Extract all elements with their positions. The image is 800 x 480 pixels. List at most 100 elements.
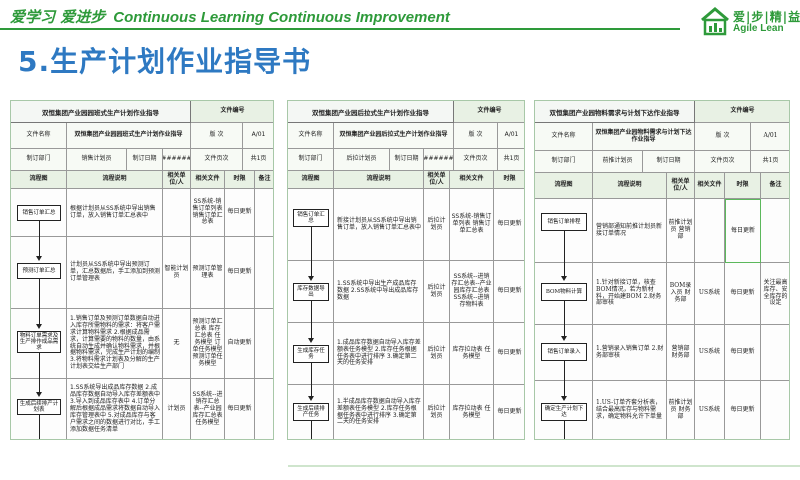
sheet-2-row-4-time: 每日更新 xyxy=(494,385,524,439)
sheet-3-head-flow: 流程图 xyxy=(535,173,593,199)
sheet-2-arrow-icon xyxy=(308,276,314,281)
sheet-3-dept-label: 制订部门 xyxy=(535,151,593,173)
sheet-2-row-3-file: 库存拉动表 任务模型 xyxy=(450,323,494,385)
sheet-3-row-4-unit: 前推计划员 财务部 xyxy=(667,381,695,439)
sheet-2-row-3-desc: 1.成品库存数据自动导入库存差额表任务模型 2.库存任务根据任务表中进行排序 3… xyxy=(334,323,424,385)
sheet-2-flow-line xyxy=(311,227,312,277)
logo-en: Agile Lean xyxy=(733,23,784,34)
sheet-1-pages-label: 文件页次 xyxy=(191,149,243,171)
sheet-2-row-2-file: SS系统--进销存汇总表--产业园库存汇总表 SS系统--进销存物料表 xyxy=(450,261,494,323)
sheet-3-row-2-unit: BOM录入员 财务部 xyxy=(667,263,695,325)
sheet-2-file-label: 文件编号 xyxy=(454,101,524,123)
sheet-2-row-2-time: 每日更新 xyxy=(494,261,524,323)
sheet-2-version-label: 版 次 xyxy=(454,123,498,149)
sheet-3-row-2-file: US系统 xyxy=(695,263,725,325)
sheet-3-row-4-note xyxy=(761,381,789,439)
sheet-1-flow-line xyxy=(39,415,40,439)
sheet-1-row-2-desc: 计划员从SS系统中导出预测订单，汇总数据后，手工添加到预测订单管理表 xyxy=(67,237,163,309)
bottom-rule xyxy=(288,465,800,467)
sheet-3-row-4-desc: 1.US-订单齐套分析表，结合最高库存与物料需求，确定物料允许下单量 xyxy=(593,381,667,439)
sheet-2-row-2-unit: 后拉计划员 xyxy=(424,261,450,323)
sheet-3-flow-line xyxy=(564,361,565,397)
sheet-1-row-2-file: 预测订单管理表 xyxy=(191,237,225,309)
house-chart-icon xyxy=(701,7,729,36)
sheet-1-file-name-label: 文件名称 xyxy=(11,123,67,149)
sheet-3-flow-line xyxy=(564,231,565,277)
sheet-3-row-4-time: 每日更新 xyxy=(725,381,761,439)
sheet-1-dept-value: 销售计划员 xyxy=(67,149,127,171)
sheet-3-row-3-note xyxy=(761,325,789,381)
sheet-3-date-label: 制订日期 xyxy=(643,151,695,173)
sheet-3-arrow-icon xyxy=(561,396,567,401)
sheet-2-row-4-file: 库存拉动表 任务模型 xyxy=(450,385,494,439)
sheet-3-row-4-flow xyxy=(535,381,593,439)
logo-cn: 爱|步|精|益 xyxy=(733,10,800,24)
sheet-2-head-flow: 流程图 xyxy=(288,171,334,189)
sheet-1-row-2-unit: 智能计划员 xyxy=(163,237,191,309)
sheet-3: 双恒集团产业园物料需求与计划下达作业指导 文件编号 文件名称 双恒集团产业园物料… xyxy=(534,100,790,440)
sheet-1-row-1-file: SS系统-销售订单列表 销售订单汇总表 xyxy=(191,189,225,237)
sheet-1-file-label: 文件编号 xyxy=(191,101,273,123)
sheet-1: 双恒集团产业园园班式生产计划作业指导 文件编号 文件名称 双恒集团产业园园班式生… xyxy=(10,100,274,440)
header-band xyxy=(0,0,800,30)
sheet-1-row-2-note xyxy=(255,237,273,309)
sheet-1-row-1-unit xyxy=(163,189,191,237)
sheet-1-flow-box-4: 生成后续排产计划表 xyxy=(17,399,61,415)
sheet-2-dept-label: 制订部门 xyxy=(288,149,334,171)
sheet-2-row-4-flow xyxy=(288,385,334,439)
sheet-1-row-4-unit: 计划员 xyxy=(163,379,191,439)
sheet-1-row-4-note xyxy=(255,379,273,439)
sheet-3-arrow-icon xyxy=(561,336,567,341)
sheet-3-row-1-unit: 前推计划员 营销部 xyxy=(667,199,695,263)
sheet-1-version-label: 版 次 xyxy=(191,123,243,149)
sheet-2-row-1-desc: 新接计划员从SS系统中导出销售订单，放入销售订单汇总表中 xyxy=(334,189,424,261)
sheet-2-head-time: 时限 xyxy=(494,171,524,189)
sheet-2-flow-box-1: 销售订单汇总 xyxy=(293,209,329,227)
sheet-3-head-desc: 流程说明 xyxy=(593,173,667,199)
sheet-1-row-4-time: 每日更新 xyxy=(225,379,255,439)
slogan-cn: 爱学习 爱进步 xyxy=(10,8,106,26)
sheet-1-file-name-value: 双恒集团产业园园班式生产计划作业指导 xyxy=(67,123,191,149)
sheet-1-row-2-time: 每日更新 xyxy=(225,237,255,309)
sheet-3-file-name-label: 文件名称 xyxy=(535,123,593,151)
sheet-1-row-3-desc: 1.销售订单及预测订单数据自动进入库存所需物料的需求：将客户需求计算物料需求 2… xyxy=(67,309,163,379)
sheet-1-flow-box-3: 物料订单需求及生产排作成品需求 xyxy=(17,331,61,353)
logo: 爱|步|精|益 Agile Lean xyxy=(700,6,800,38)
sheet-1-row-1-note xyxy=(255,189,273,237)
sheet-2-title: 双恒集团产业园后拉式生产计划作业指导 xyxy=(288,101,454,123)
sheet-3-row-1-note xyxy=(761,199,789,263)
sheet-3-title: 双恒集团产业园物料需求与计划下达作业指导 xyxy=(535,101,695,123)
sheet-3-row-1-file xyxy=(695,199,725,263)
sheet-3-dept-value: 前推计划员 xyxy=(593,151,643,173)
sheet-1-arrow-icon xyxy=(36,392,42,397)
sheet-2-row-1-file: SS系统-销售订单列表 销售订单汇总表 xyxy=(450,189,494,261)
sheet-2-pages-value: 共1页 xyxy=(498,149,524,171)
sheet-2-date-label: 制订日期 xyxy=(390,149,424,171)
sheet-1-row-4-flow xyxy=(11,379,67,439)
sheet-2-flow-box-3: 生成库存任务 xyxy=(293,345,329,363)
sheet-2-arrow-icon xyxy=(308,338,314,343)
sheet-3-row-2-time: 每日更新 xyxy=(725,263,761,325)
sheet-3-flow-line xyxy=(564,421,565,439)
sheet-3-head-note: 备注 xyxy=(761,173,789,199)
sheet-2-row-3-time: 每日更新 xyxy=(494,323,524,385)
sheet-2-row-1-time: 每日更新 xyxy=(494,189,524,261)
sheet-1-flow-box-2: 预测订单汇总 xyxy=(17,263,61,279)
sheet-2-file-name-value: 双恒集团产业园后拉式生产计划作业指导 xyxy=(334,123,454,149)
sheet-1-flow-line xyxy=(39,279,40,325)
header-rule xyxy=(0,28,680,30)
sheet-3-pages-label: 文件页次 xyxy=(695,151,751,173)
sheet-3-row-2-desc: 1.针对新接订单，核查BOM情况，若为新材料，开始建BOM 2.财务部审核 xyxy=(593,263,667,325)
sheet-1-row-3-time: 自动更新 xyxy=(225,309,255,379)
sheet-3-row-4-file: US系统 xyxy=(695,381,725,439)
sheet-1-row-3-note xyxy=(255,309,273,379)
sheet-2-flow-line xyxy=(311,421,312,439)
sheet-1-dept-label: 制订部门 xyxy=(11,149,67,171)
sheet-3-row-1-desc: 营销部通知前推计划员新接订单情况 xyxy=(593,199,667,263)
sheet-2-head-file: 相关文件 xyxy=(450,171,494,189)
sheet-1-flow-box-1: 销售订单汇总 xyxy=(17,205,61,221)
sheet-3-row-3-file: US系统 xyxy=(695,325,725,381)
sheet-1-pages-value: 共1页 xyxy=(243,149,273,171)
sheet-1-flow-line xyxy=(39,353,40,393)
